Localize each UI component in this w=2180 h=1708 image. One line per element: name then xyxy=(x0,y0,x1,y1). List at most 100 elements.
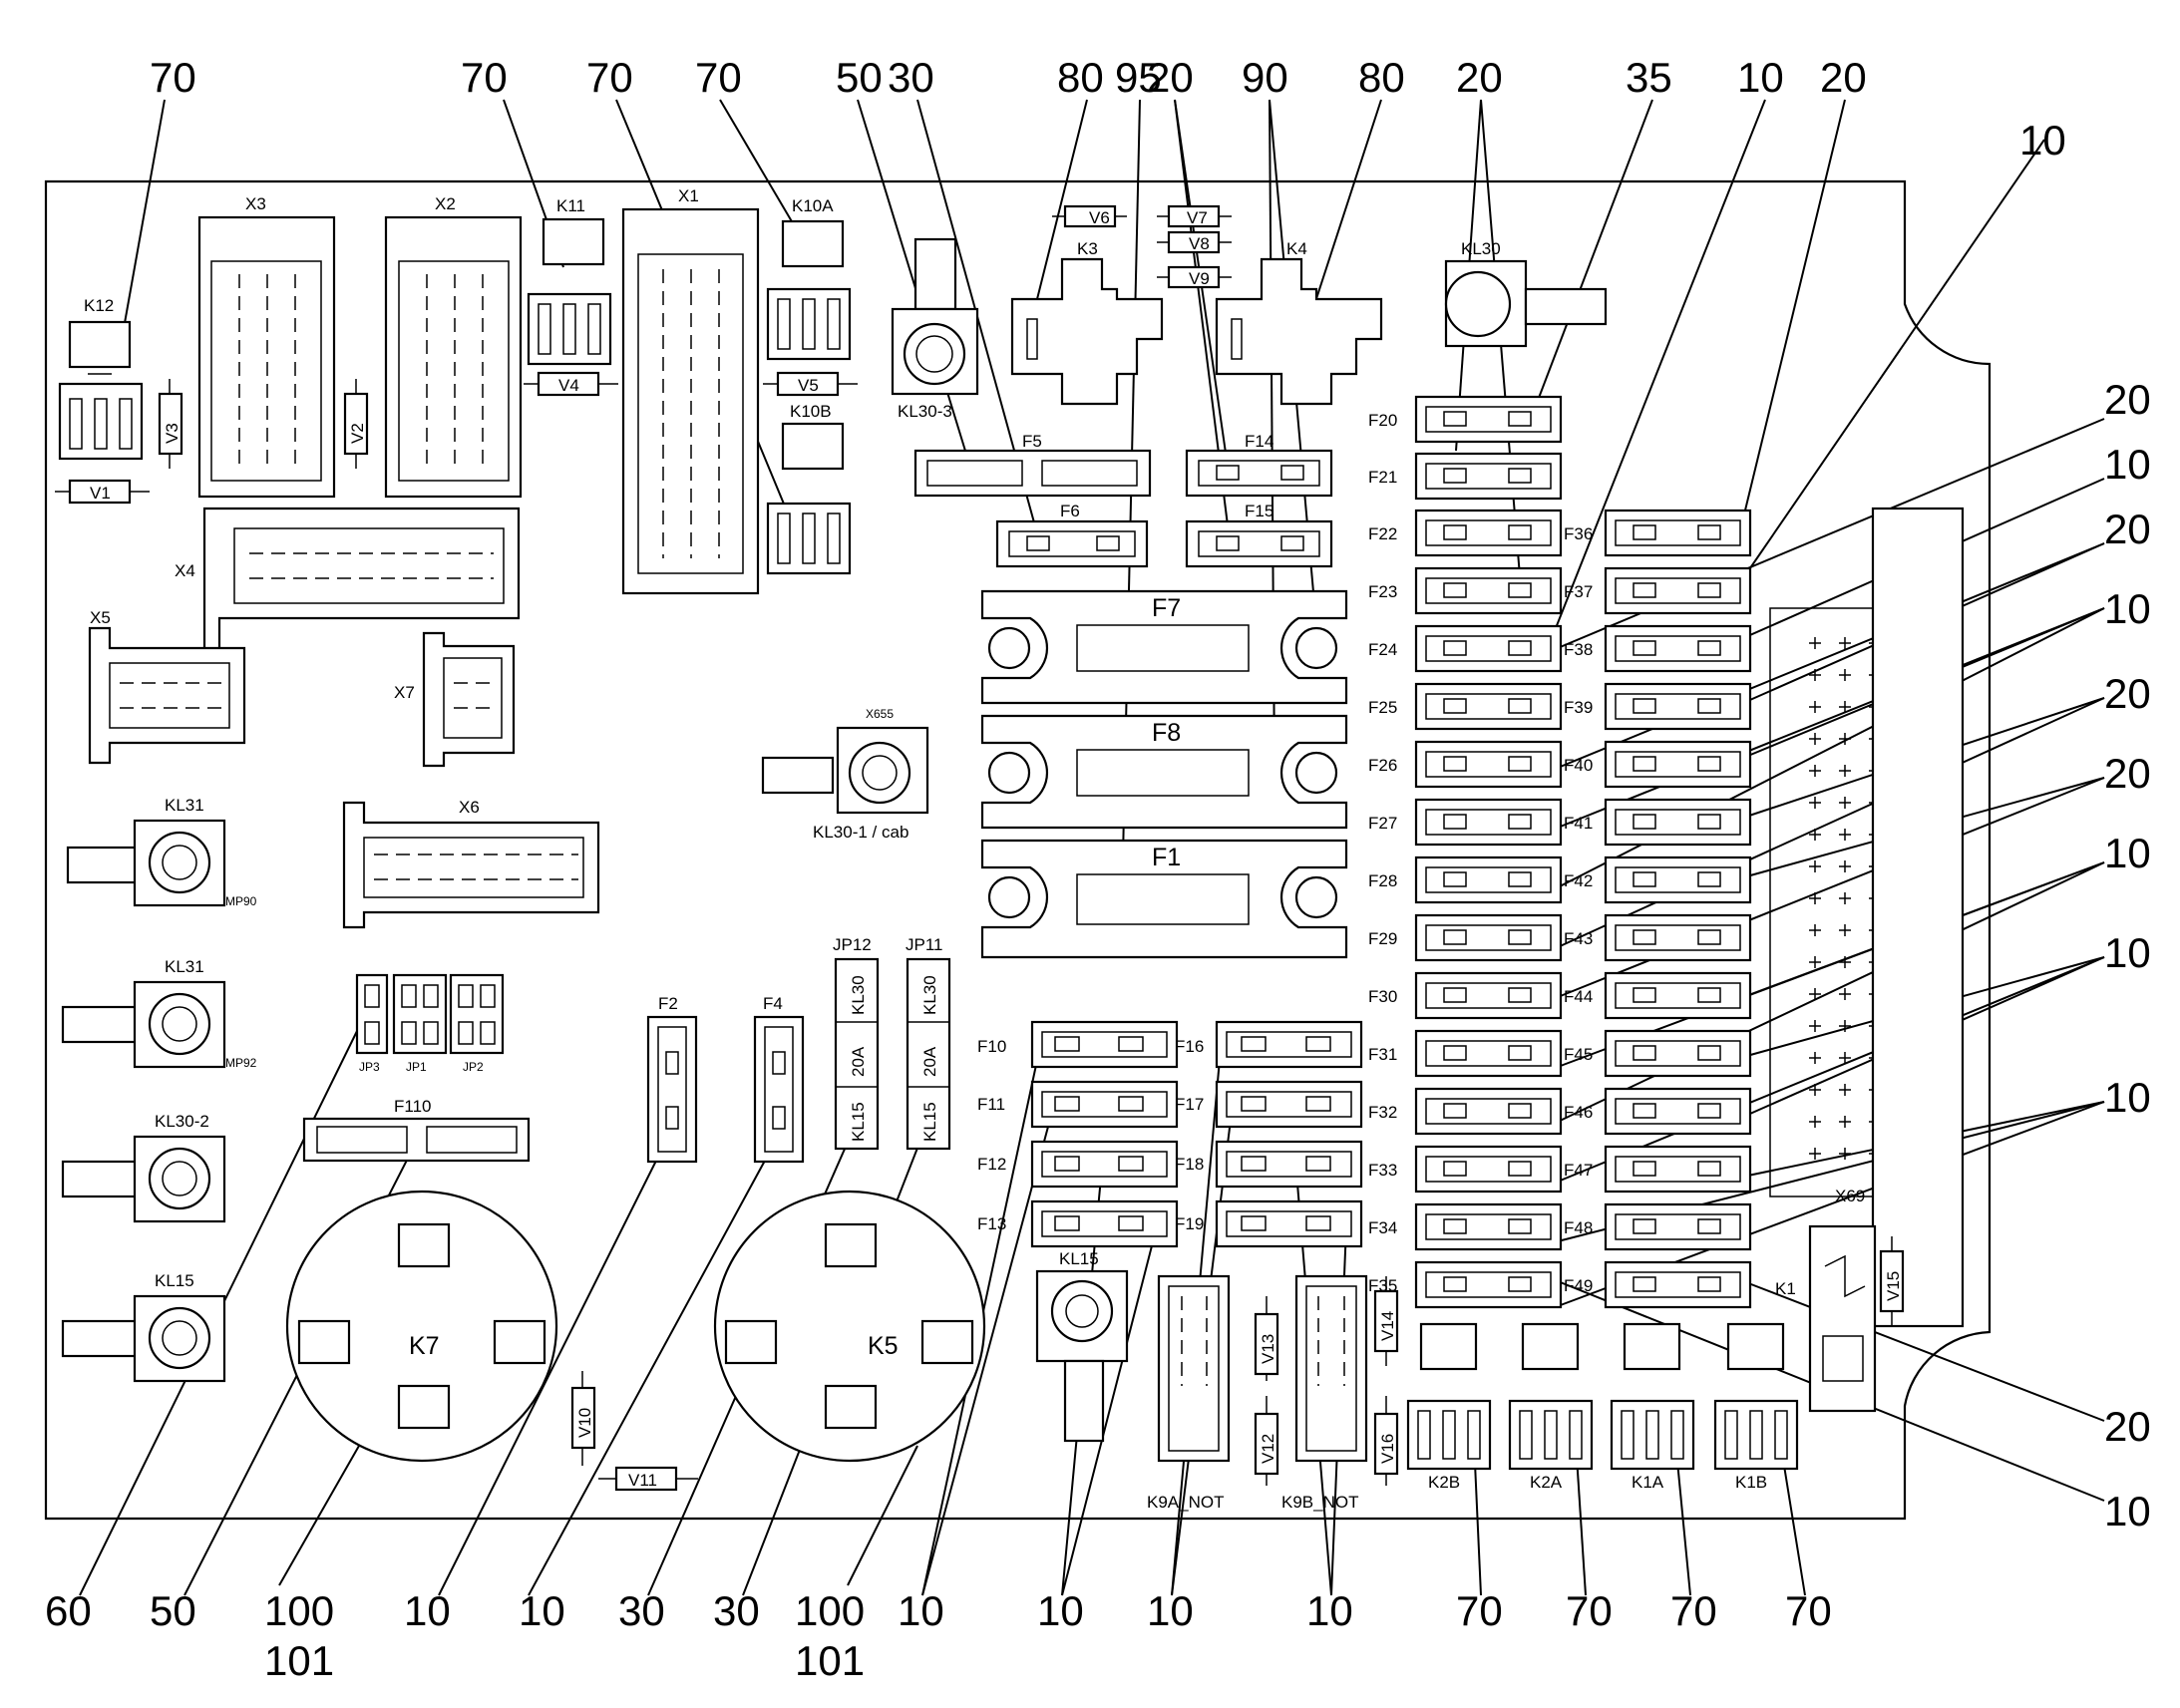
label-x6: X6 xyxy=(459,798,480,817)
label-f39: F39 xyxy=(1564,698,1593,717)
callout-right-12: 10 xyxy=(2104,1488,2151,1535)
label-x5: X5 xyxy=(90,608,111,627)
label-f41: F41 xyxy=(1564,814,1593,833)
callout-bottom-9: 100 xyxy=(795,1587,865,1634)
callout-right-2: 20 xyxy=(2104,376,2151,423)
label-f15: F15 xyxy=(1245,502,1273,520)
jumper-jp11: JP11 KL30 20A KL15 xyxy=(906,935,951,1151)
label-kl30-2: KL30-2 xyxy=(155,1112,209,1131)
label-k11: K11 xyxy=(556,196,585,215)
stud-kl30-3: KL30-3 xyxy=(891,237,979,421)
x69-pin xyxy=(1839,1052,1851,1064)
label-f34: F34 xyxy=(1368,1218,1397,1237)
callout-top-8: 95 xyxy=(1115,54,1162,101)
diode-v15: V15 xyxy=(1879,1236,1905,1326)
label-jp2: JP2 xyxy=(463,1060,484,1074)
relay-k9b-not: K9B_NOT xyxy=(1281,1274,1368,1512)
label-v13: V13 xyxy=(1259,1334,1277,1364)
relay-k2a: K2A xyxy=(1508,1322,1594,1492)
stud-kl15-left: KL15 xyxy=(61,1271,226,1383)
fuse-f39: F39 xyxy=(1564,682,1752,731)
label-f28: F28 xyxy=(1368,871,1397,890)
x69-pin xyxy=(1809,701,1821,713)
label-f17: F17 xyxy=(1175,1095,1204,1114)
x69-pin xyxy=(1809,860,1821,872)
stud-kl15-center: KL15 xyxy=(1035,1249,1129,1443)
label-v1: V1 xyxy=(90,484,111,503)
label-v4: V4 xyxy=(558,376,579,395)
fuse-f5: F5 xyxy=(913,432,1152,498)
callout-bottom-2: 50 xyxy=(150,1587,196,1634)
relay-k2b: K2B xyxy=(1406,1322,1492,1492)
x69-pin xyxy=(1839,829,1851,841)
fuse-f15: F15 xyxy=(1185,502,1333,568)
fuse-f14: F14 xyxy=(1185,432,1333,498)
label-x4: X4 xyxy=(175,561,195,580)
label-f14: F14 xyxy=(1245,432,1273,451)
label-f18: F18 xyxy=(1175,1155,1204,1174)
callout-bottom-3: 100 xyxy=(264,1587,334,1634)
label-f26: F26 xyxy=(1368,756,1397,775)
label-f12: F12 xyxy=(977,1155,1006,1174)
fuse-f43: F43 xyxy=(1564,913,1752,962)
callout-right-11: 20 xyxy=(2104,1403,2151,1450)
callout-top-1: 70 xyxy=(150,54,196,101)
x69-pin xyxy=(1839,765,1851,777)
stud-kl30: KL30 xyxy=(1444,239,1608,348)
label-f36: F36 xyxy=(1564,524,1593,543)
label-k12: K12 xyxy=(84,296,114,315)
label-f49: F49 xyxy=(1564,1276,1593,1295)
diode-v10: V10 xyxy=(570,1371,596,1466)
relay-k1a: K1A xyxy=(1610,1322,1695,1492)
label-v6: V6 xyxy=(1089,208,1110,227)
relay-k1b: K1B xyxy=(1713,1322,1799,1492)
x69-pin xyxy=(1809,892,1821,904)
label-f11: F11 xyxy=(977,1095,1005,1114)
diode-v11: V11 xyxy=(598,1466,698,1492)
label-f110: F110 xyxy=(394,1097,432,1116)
jumpers-jp3-jp1-jp2: JP3 JP1 JP2 xyxy=(355,973,505,1074)
callout-bottom-13: 10 xyxy=(1147,1587,1194,1634)
fuse-f34: F34 xyxy=(1368,1202,1563,1251)
label-mp90: MP90 xyxy=(225,894,257,908)
x69-pin xyxy=(1809,669,1821,681)
x69-pin xyxy=(1839,956,1851,968)
callout-top-3: 70 xyxy=(586,54,633,101)
label-kl30: KL30 xyxy=(1461,239,1501,258)
x69-pin xyxy=(1839,797,1851,809)
label-f47: F47 xyxy=(1564,1161,1593,1180)
label-jp12-20a: 20A xyxy=(849,1046,868,1077)
callout-bottom-5: 10 xyxy=(404,1587,451,1634)
stud-kl31-a: KL31 MP90 xyxy=(66,796,257,908)
label-f21: F21 xyxy=(1368,468,1397,487)
label-f46: F46 xyxy=(1564,1103,1593,1122)
x69-pin xyxy=(1839,669,1851,681)
label-v2: V2 xyxy=(348,423,367,444)
label-f45: F45 xyxy=(1564,1045,1593,1064)
label-f13: F13 xyxy=(977,1214,1006,1233)
label-kl15-left: KL15 xyxy=(155,1271,194,1290)
callouts-top: 70 70 70 70 50 30 80 95 20 90 80 20 35 1… xyxy=(150,54,1867,101)
callout-bottom-4: 101 xyxy=(264,1637,334,1684)
callout-top-14: 10 xyxy=(1737,54,1784,101)
label-v3: V3 xyxy=(163,423,182,444)
label-jp11: JP11 xyxy=(906,935,943,954)
callouts-bottom: 60 50 100 101 10 10 30 30 100 101 10 10 … xyxy=(45,1587,1832,1684)
connector-x6: X6 xyxy=(342,798,600,929)
fuse-f27: F27 xyxy=(1368,798,1563,847)
label-f1: F1 xyxy=(1152,844,1181,871)
fuse-f21: F21 xyxy=(1368,452,1563,501)
label-kl31-a: KL31 xyxy=(165,796,204,815)
fuse-f110: F110 xyxy=(302,1097,531,1163)
label-k10a: K10A xyxy=(792,196,834,215)
callout-top-4: 70 xyxy=(695,54,742,101)
fuse-f40: F40 xyxy=(1564,740,1752,789)
x69-pin xyxy=(1839,637,1851,649)
callout-bottom-17: 70 xyxy=(1670,1587,1717,1634)
label-f20: F20 xyxy=(1368,411,1397,430)
label-kl30-3: KL30-3 xyxy=(898,402,952,421)
relay-k4: K4 xyxy=(1215,239,1383,406)
label-v11: V11 xyxy=(628,1471,657,1490)
label-k10b: K10B xyxy=(790,402,832,421)
callout-right-9: 10 xyxy=(2104,929,2151,976)
